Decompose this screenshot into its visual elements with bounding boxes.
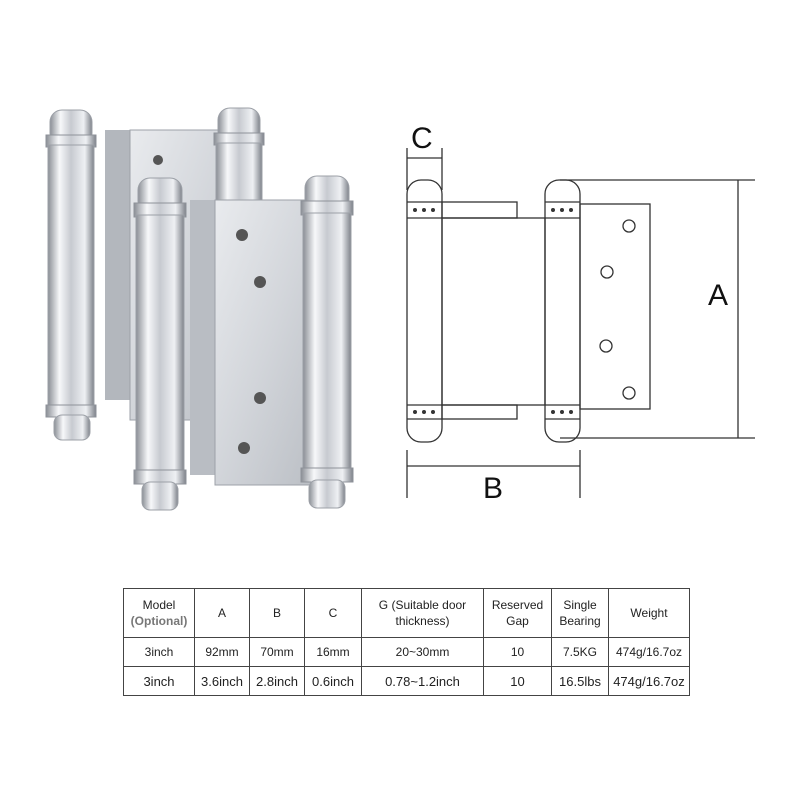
- cell-c: 16mm: [304, 637, 362, 667]
- header-weight: Weight: [608, 588, 690, 638]
- table-row: 3inch 3.6inch 2.8inch 0.6inch 0.78~1.2in…: [123, 666, 690, 696]
- header-b: B: [249, 588, 305, 638]
- dimension-a: A: [560, 179, 755, 439]
- cell-model: 3inch: [123, 666, 195, 696]
- cell-reserved-gap: 10: [483, 666, 552, 696]
- dimension-b: B: [406, 450, 581, 505]
- header-c: C: [304, 588, 362, 638]
- cell-c: 0.6inch: [304, 666, 362, 696]
- cell-g: 20~30mm: [361, 637, 484, 667]
- cell-single-bearing: 7.5KG: [551, 637, 609, 667]
- cell-a: 92mm: [194, 637, 250, 667]
- cell-g: 0.78~1.2inch: [361, 666, 484, 696]
- label-c: C: [411, 122, 433, 155]
- cell-single-bearing: 16.5lbs: [551, 666, 609, 696]
- cell-reserved-gap: 10: [483, 637, 552, 667]
- label-a: A: [708, 279, 728, 312]
- label-b: B: [483, 472, 503, 505]
- front-hinge: [133, 175, 354, 511]
- cell-b: 2.8inch: [249, 666, 305, 696]
- cell-b: 70mm: [249, 637, 305, 667]
- cell-weight: 474g/16.7oz: [608, 637, 690, 667]
- header-model: Model(Optional): [123, 588, 195, 638]
- hinge-dimension-diagram: C A B: [406, 122, 755, 505]
- hinge-product-photo: [45, 107, 354, 511]
- cell-weight: 474g/16.7oz: [608, 666, 690, 696]
- cell-a: 3.6inch: [194, 666, 250, 696]
- table-row: 3inch 92mm 70mm 16mm 20~30mm 10 7.5KG 47…: [123, 637, 690, 667]
- cell-model: 3inch: [123, 637, 195, 667]
- dimension-c: C: [406, 122, 443, 190]
- header-a: A: [194, 588, 250, 638]
